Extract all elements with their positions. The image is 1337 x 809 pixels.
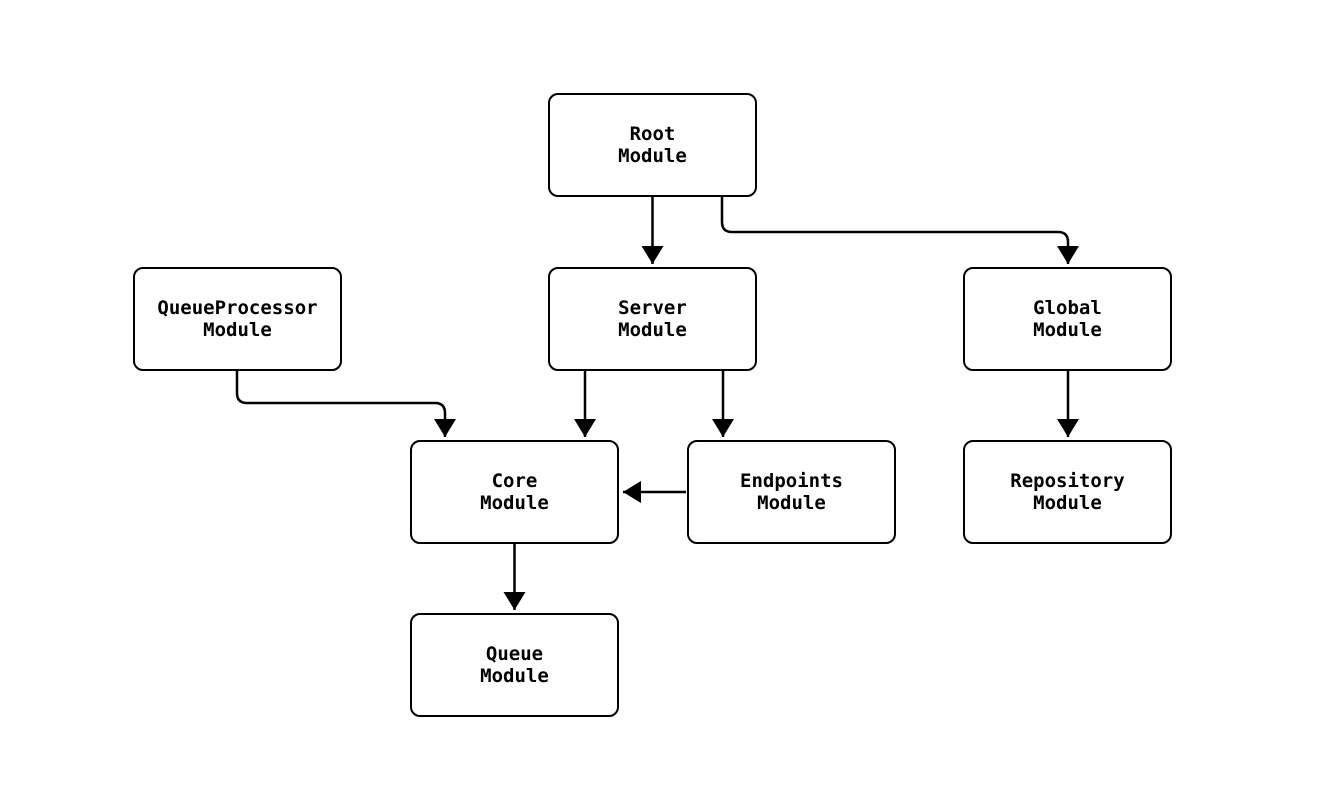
- node-queueprocessor-module-label: QueueProcessor Module: [157, 297, 318, 341]
- edge-queueprocessor-to-core: [235, 371, 456, 437]
- node-repository-module: Repository Module: [963, 440, 1172, 544]
- node-repository-module-label: Repository Module: [1010, 470, 1125, 514]
- node-root-module-label: Root Module: [618, 123, 687, 167]
- node-queue-module: Queue Module: [410, 613, 619, 717]
- node-root-module: Root Module: [548, 93, 757, 197]
- node-endpoints-module: Endpoints Module: [687, 440, 896, 544]
- node-server-module-label: Server Module: [618, 297, 687, 341]
- node-queueprocessor-module: QueueProcessor Module: [133, 267, 342, 371]
- node-core-module-label: Core Module: [480, 470, 549, 514]
- edge-root-to-global: [720, 197, 1079, 264]
- node-queue-module-label: Queue Module: [480, 643, 549, 687]
- node-core-module: Core Module: [410, 440, 619, 544]
- node-global-module-label: Global Module: [1033, 297, 1102, 341]
- node-endpoints-module-label: Endpoints Module: [740, 470, 843, 514]
- node-server-module: Server Module: [548, 267, 757, 371]
- node-global-module: Global Module: [963, 267, 1172, 371]
